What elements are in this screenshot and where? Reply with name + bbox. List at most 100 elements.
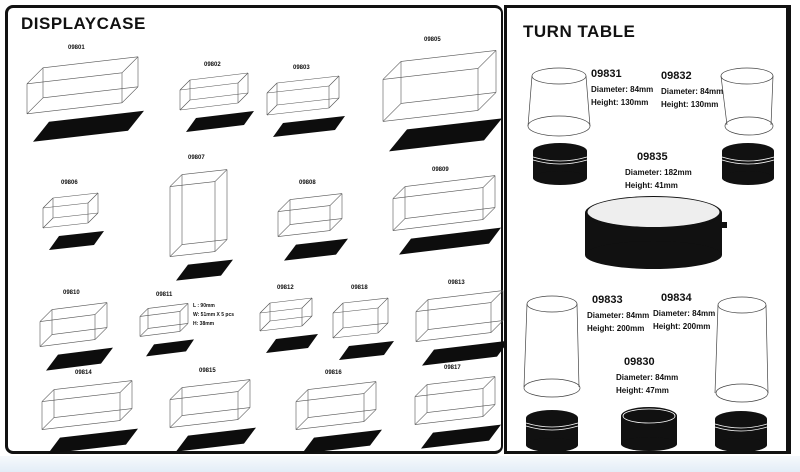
dimension-note: L : 90mm W: 51mm X 5 pcs H: 38mm — [193, 302, 234, 329]
display-case-illustration — [295, 381, 382, 454]
dome-cover-09832-icon — [720, 67, 774, 136]
black-base-icon — [46, 347, 113, 371]
turntable-panel: TURN TABLE 09831 Diameter: 84mm Height: … — [504, 5, 789, 454]
height-text: Height: 130mm — [591, 98, 649, 107]
black-base-icon — [421, 424, 501, 449]
turntable-illustrations — [523, 67, 775, 452]
display-case-illustration — [169, 169, 233, 281]
power-button-icon — [722, 222, 727, 228]
displaycase-title: DISPLAYCASE — [21, 14, 146, 33]
black-base-icon — [176, 427, 256, 452]
model-code: 09810 — [63, 290, 80, 296]
black-base-icon — [302, 429, 382, 454]
adjacent-panel-edge — [789, 5, 800, 454]
model-code: 09808 — [299, 180, 316, 186]
display-case-illustration — [41, 380, 138, 454]
acrylic-cover-icon — [41, 380, 133, 430]
dome-cover-09831-icon — [527, 67, 591, 137]
black-base-icon — [176, 259, 233, 281]
turntable-spec-09832: 09832 Diameter: 84mm Height: 130mm — [661, 70, 723, 111]
model-code: 09807 — [188, 155, 205, 161]
acrylic-cover-icon — [259, 297, 313, 332]
display-case-illustration — [382, 50, 502, 152]
acrylic-cover-icon — [277, 193, 343, 237]
black-base-icon — [146, 339, 194, 357]
acrylic-cover-icon — [139, 303, 189, 337]
acrylic-cover-icon — [26, 56, 139, 115]
acrylic-cover-icon — [169, 169, 228, 257]
display-case-illustration — [179, 72, 254, 132]
display-case-illustration — [277, 193, 348, 261]
display-case-illustration — [414, 376, 501, 449]
turntable-spec-09830: 09830 Diameter: 84mm Height: 47mm — [616, 356, 678, 397]
height-text: Height: 47mm — [616, 386, 669, 395]
dome-cover-09833-icon — [523, 295, 581, 398]
black-base-icon — [399, 227, 501, 255]
acrylic-cover-icon — [414, 376, 496, 425]
display-case-illustration — [415, 290, 509, 366]
dimension-l: L : 90mm — [193, 303, 215, 309]
black-base-icon — [273, 116, 345, 137]
turntable-base-09832-icon — [721, 143, 775, 185]
model-code: 09802 — [204, 62, 221, 68]
acrylic-cover-icon — [332, 297, 389, 339]
height-text: Height: 200mm — [653, 322, 711, 331]
turntable-base-09834-icon — [714, 411, 768, 452]
turntable-base-09833-icon — [525, 410, 579, 452]
diameter-text: Diameter: 84mm — [587, 311, 650, 320]
model-code: 09803 — [293, 65, 310, 71]
acrylic-cover-icon — [42, 192, 99, 229]
black-base-icon — [48, 428, 138, 454]
acrylic-cover-icon — [295, 381, 377, 430]
height-text: Height: 41mm — [625, 181, 678, 190]
turntable-spec-09831: 09831 Diameter: 84mm Height: 130mm — [591, 68, 653, 109]
display-case-illustration — [259, 297, 318, 353]
page-bottom-bar — [0, 456, 800, 472]
model-code: 09812 — [277, 285, 294, 291]
model-code: 09835 — [637, 151, 668, 163]
model-code: 09815 — [199, 368, 216, 374]
black-base-icon — [33, 110, 144, 142]
model-code: 09816 — [325, 370, 342, 376]
model-code: 09811 — [156, 292, 173, 298]
turntable-base-09830-icon — [621, 407, 677, 451]
black-base-icon — [49, 231, 104, 250]
acrylic-cover-icon — [392, 175, 496, 231]
black-base-icon — [186, 111, 254, 132]
turntable-spec-09833: 09833 Diameter: 84mm Height: 200mm — [587, 294, 649, 335]
turntable-spec-09835: 09835 Diameter: 182mm Height: 41mm — [625, 151, 692, 192]
display-case-illustration — [139, 303, 194, 357]
display-case-illustration — [266, 75, 345, 137]
display-case-illustration — [39, 302, 113, 371]
model-code: 09813 — [448, 280, 465, 286]
model-code: 09833 — [592, 294, 623, 306]
acrylic-cover-icon — [415, 290, 504, 342]
dimension-h: H: 38mm — [193, 321, 215, 327]
acrylic-cover-icon — [179, 72, 249, 111]
display-case-illustration — [332, 297, 394, 360]
height-text: Height: 200mm — [587, 324, 645, 333]
model-code: 09809 — [432, 167, 449, 173]
acrylic-cover-icon — [382, 50, 497, 122]
height-text: Height: 130mm — [661, 100, 719, 109]
black-base-icon — [339, 341, 394, 360]
acrylic-cover-icon — [169, 379, 251, 428]
display-case-illustration — [392, 175, 501, 255]
acrylic-cover-icon — [39, 302, 108, 347]
model-code: 09831 — [591, 68, 622, 80]
turntable-base-09831-icon — [532, 143, 588, 185]
diameter-text: Diameter: 84mm — [653, 309, 716, 318]
model-code: 09805 — [424, 37, 441, 43]
diameter-text: Diameter: 182mm — [625, 168, 692, 177]
black-base-icon — [389, 118, 502, 152]
model-code: 09834 — [661, 292, 692, 304]
model-code: 09832 — [661, 70, 692, 82]
display-case-illustration — [26, 56, 144, 142]
model-code: 09814 — [75, 370, 92, 376]
turntable-spec-09834: 09834 Diameter: 84mm Height: 200mm — [653, 292, 715, 333]
turntable-large-09835-icon — [585, 196, 727, 269]
dimension-w: W: 51mm X 5 pcs — [193, 312, 235, 318]
diameter-text: Diameter: 84mm — [591, 85, 654, 94]
